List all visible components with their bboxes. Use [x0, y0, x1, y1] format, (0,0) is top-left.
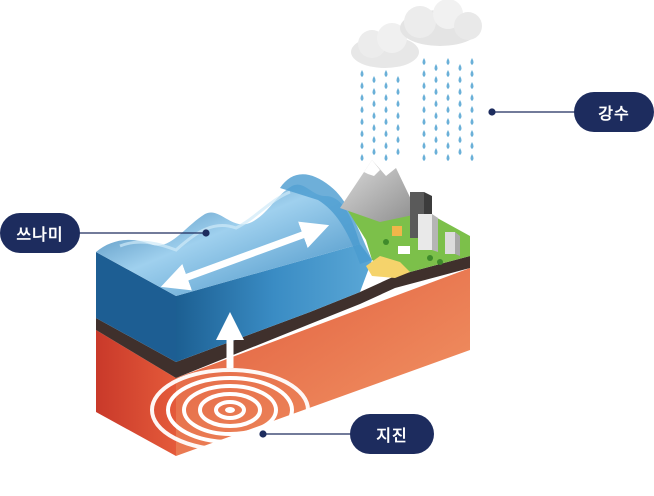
raindrop-icon — [423, 142, 426, 149]
raindrop-icon — [447, 58, 450, 65]
raindrop-icon — [471, 130, 474, 137]
raindrop-icon — [373, 136, 376, 143]
raindrop-icon — [423, 94, 426, 101]
raindrop-icon — [373, 100, 376, 107]
raindrop-icon — [361, 154, 364, 161]
raindrop-icon — [385, 82, 388, 89]
raindrop-icon — [361, 130, 364, 137]
raindrop-icon — [471, 106, 474, 113]
raindrop-icon — [459, 76, 462, 83]
raindrop-icon — [361, 70, 364, 77]
raindrop-icon — [397, 88, 400, 95]
raindrop-icon — [385, 118, 388, 125]
raindrop-icon — [459, 112, 462, 119]
raindrop-icon — [385, 142, 388, 149]
raindrop-icon — [471, 94, 474, 101]
raindrop-icon — [423, 130, 426, 137]
rainfall-label: 강수 — [574, 92, 654, 132]
raindrop-icon — [361, 58, 474, 161]
raindrop-icon — [471, 70, 474, 77]
raindrop-icon — [435, 64, 438, 71]
raindrop-icon — [435, 100, 438, 107]
raindrop-icon — [435, 88, 438, 95]
raindrop-icon — [373, 76, 376, 83]
raindrop-icon — [423, 118, 426, 125]
raindrop-icon — [385, 106, 388, 113]
raindrop-icon — [397, 76, 400, 83]
raindrop-icon — [435, 148, 438, 155]
raindrop-icon — [459, 64, 462, 71]
raindrop-icon — [471, 82, 474, 89]
raindrop-icon — [471, 142, 474, 149]
raindrop-icon — [361, 94, 364, 101]
raindrop-icon — [373, 112, 376, 119]
raindrop-icon — [373, 124, 376, 131]
raindrop-icon — [361, 118, 364, 125]
raindrop-icon — [435, 112, 438, 119]
raindrop-icon — [385, 70, 388, 77]
raindrop-icon — [397, 100, 400, 107]
raindrop-icon — [447, 94, 450, 101]
raindrop-icon — [361, 142, 364, 149]
raindrop-icon — [435, 124, 438, 131]
raindrop-icon — [423, 82, 426, 89]
raindrop-icon — [373, 148, 376, 155]
raindrop-icon — [459, 148, 462, 155]
raindrop-icon — [447, 118, 450, 125]
raindrop-icon — [459, 88, 462, 95]
raindrop-icon — [423, 58, 426, 65]
raindrop-icon — [385, 154, 388, 161]
raindrop-icon — [361, 82, 364, 89]
raindrop-icon — [423, 154, 426, 161]
raindrop-icon — [459, 100, 462, 107]
raindrop-icon — [397, 136, 400, 143]
raindrop-icon — [361, 106, 364, 113]
earthquake-label: 지진 — [350, 414, 434, 454]
raindrop-icon — [373, 88, 376, 95]
raindrop-icon — [447, 142, 450, 149]
raindrop-icon — [435, 136, 438, 143]
raindrop-icon — [471, 58, 474, 65]
raindrop-icon — [459, 124, 462, 131]
cloud-icon — [351, 0, 482, 68]
raindrop-icon — [423, 106, 426, 113]
raindrop-icon — [447, 106, 450, 113]
raindrop-icon — [471, 154, 474, 161]
raindrop-icon — [447, 70, 450, 77]
raindrop-icon — [447, 154, 450, 161]
raindrop-icon — [397, 124, 400, 131]
raindrop-icon — [385, 130, 388, 137]
raindrop-icon — [447, 130, 450, 137]
raindrop-icon — [447, 82, 450, 89]
raindrop-icon — [397, 148, 400, 155]
raindrop-icon — [459, 136, 462, 143]
raindrop-icon — [423, 70, 426, 77]
raindrop-icon — [385, 94, 388, 101]
raindrop-icon — [397, 112, 400, 119]
raindrop-icon — [435, 76, 438, 83]
tsunami-label: 쓰나미 — [0, 213, 80, 253]
raindrop-icon — [471, 118, 474, 125]
